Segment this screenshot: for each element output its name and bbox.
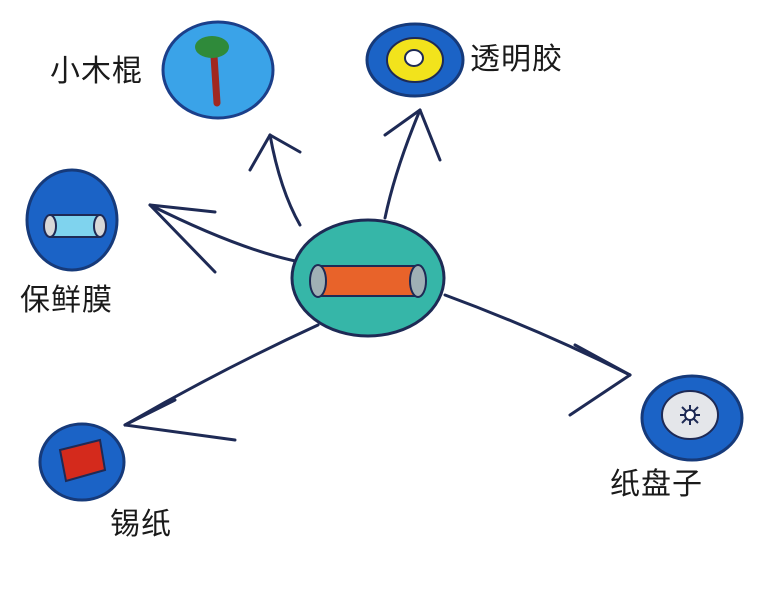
crumpled-plate-icon [661, 390, 719, 440]
label-tape: 透明胶 [470, 42, 563, 77]
arrow-to-wooden-stick [248, 133, 302, 227]
wooden-stick-node [161, 20, 275, 120]
tape-node [365, 22, 465, 98]
center-node [290, 218, 446, 338]
tin-foil-node [38, 422, 126, 502]
arrow-to-tin-foil [123, 323, 320, 442]
arrow-to-tape [383, 108, 442, 220]
plastic-wrap-node [25, 168, 119, 272]
arrow-to-plastic-wrap [148, 203, 302, 274]
paper-plate-node [640, 374, 744, 462]
paper-roll-icon [309, 264, 427, 298]
tape-roll-icon [386, 37, 444, 83]
label-paper-plate: 纸盘子 [610, 467, 703, 502]
film-roll-icon [43, 214, 107, 238]
label-tin-foil: 锡纸 [110, 507, 172, 542]
foil-sheet-icon [58, 438, 107, 483]
arrow-to-paper-plate [443, 293, 632, 417]
tree-icon [195, 36, 229, 107]
label-plastic-wrap: 保鲜膜 [20, 283, 113, 318]
label-wooden-stick: 小木棍 [50, 54, 143, 89]
